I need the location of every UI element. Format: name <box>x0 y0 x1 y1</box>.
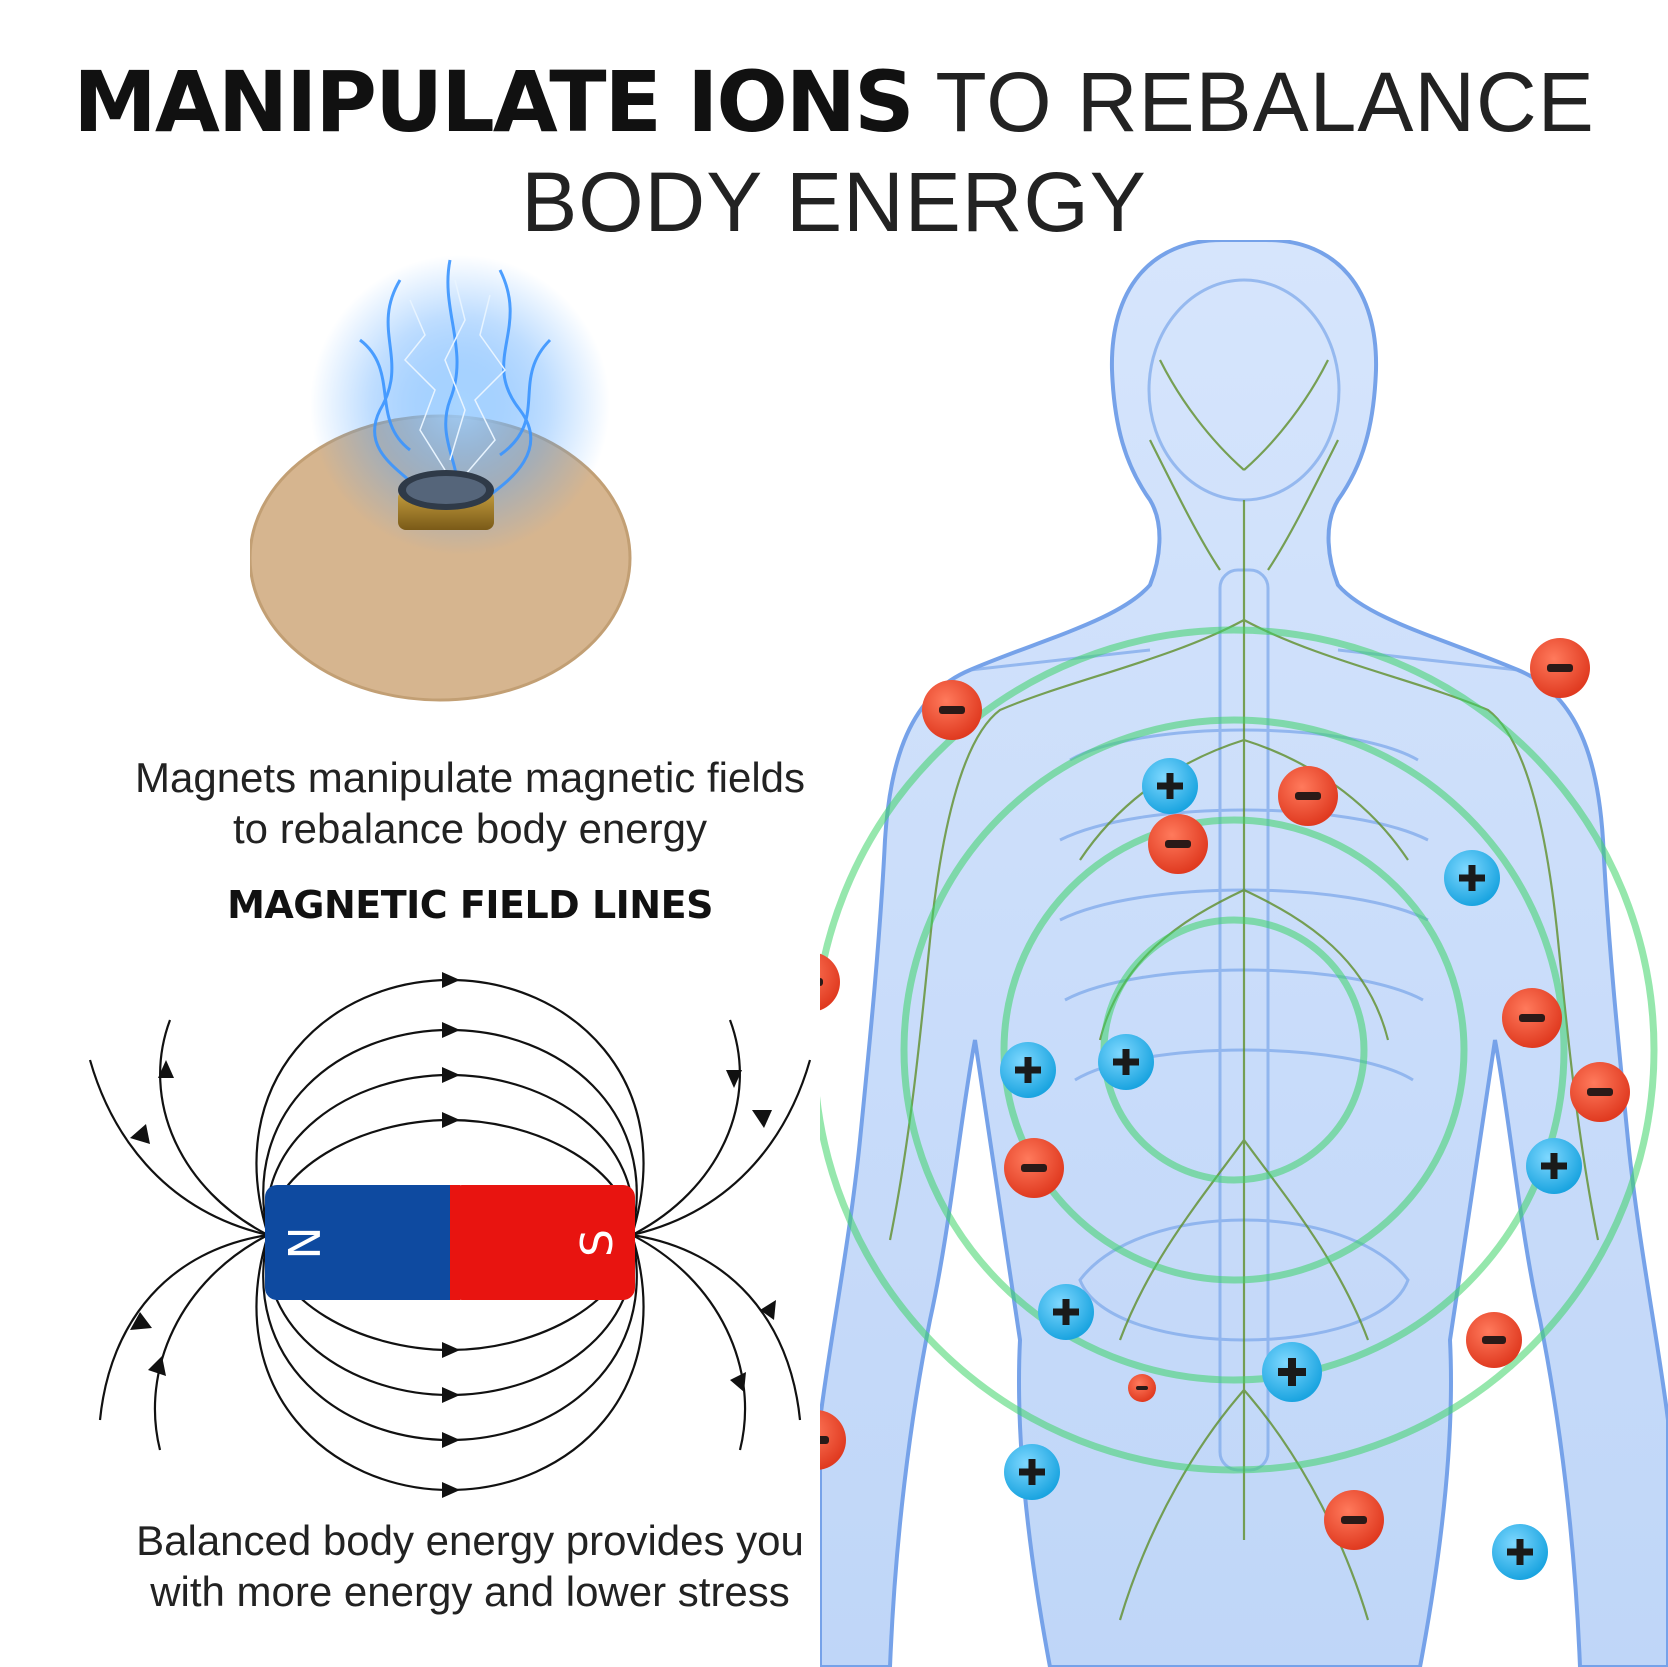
caption-magnets-line-1: Magnets manipulate magnetic fields <box>134 754 806 801</box>
caption-balanced-line-1: Balanced body energy provides you <box>136 1517 804 1564</box>
negative-ion <box>1466 1312 1522 1368</box>
magnetic-field-diagram: N S <box>88 972 812 1498</box>
diagram-title: MAGNETIC FIELD LINES <box>227 883 713 927</box>
headline-light-1: TO REBALANCE <box>912 55 1595 149</box>
negative-ion <box>1502 988 1562 1048</box>
positive-ion <box>1262 1342 1322 1402</box>
positive-ion <box>1038 1284 1094 1340</box>
negative-ion <box>820 953 840 1011</box>
positive-ion <box>1004 1444 1060 1500</box>
caption-balanced-line-2: with more energy and lower stress <box>150 1568 790 1616</box>
caption-balanced: Balanced body energy provides you with m… <box>40 1515 900 1617</box>
ions <box>820 638 1630 1580</box>
headline-line-1: MANIPULATE IONS TO REBALANCE <box>0 60 1668 144</box>
magnet-south-label: S <box>572 1229 623 1257</box>
caption-magnets: Magnets manipulate magnetic fields to re… <box>40 752 900 854</box>
headline-line-2: BODY ENERGY <box>0 160 1668 244</box>
magnetic-patch-illustration <box>250 255 632 702</box>
magnet-south-half <box>450 1185 635 1300</box>
headline-bold: MANIPULATE IONS <box>73 53 914 151</box>
negative-ion <box>1128 1374 1156 1402</box>
negative-ion <box>1278 766 1338 826</box>
magnet-north-half <box>265 1185 450 1300</box>
negative-ion <box>922 680 982 740</box>
positive-ion <box>1526 1138 1582 1194</box>
negative-ion <box>1530 638 1590 698</box>
negative-ion <box>1570 1062 1630 1122</box>
magnet-north-label: N <box>277 1227 328 1260</box>
negative-ion <box>820 1410 846 1470</box>
bar-magnet: N S <box>265 1185 635 1300</box>
negative-ion <box>1148 814 1208 874</box>
headline-light-2: BODY ENERGY <box>521 155 1147 249</box>
negative-ion <box>1004 1138 1064 1198</box>
positive-ion <box>1492 1524 1548 1580</box>
negative-ion <box>1324 1490 1384 1550</box>
field-arrows <box>130 972 776 1498</box>
human-body-illustration <box>820 240 1668 1667</box>
positive-ion <box>1000 1042 1056 1098</box>
positive-ion <box>1098 1034 1154 1090</box>
positive-ion <box>1444 850 1500 906</box>
caption-magnets-line-2: to rebalance body energy <box>233 805 707 853</box>
positive-ion <box>1142 758 1198 814</box>
